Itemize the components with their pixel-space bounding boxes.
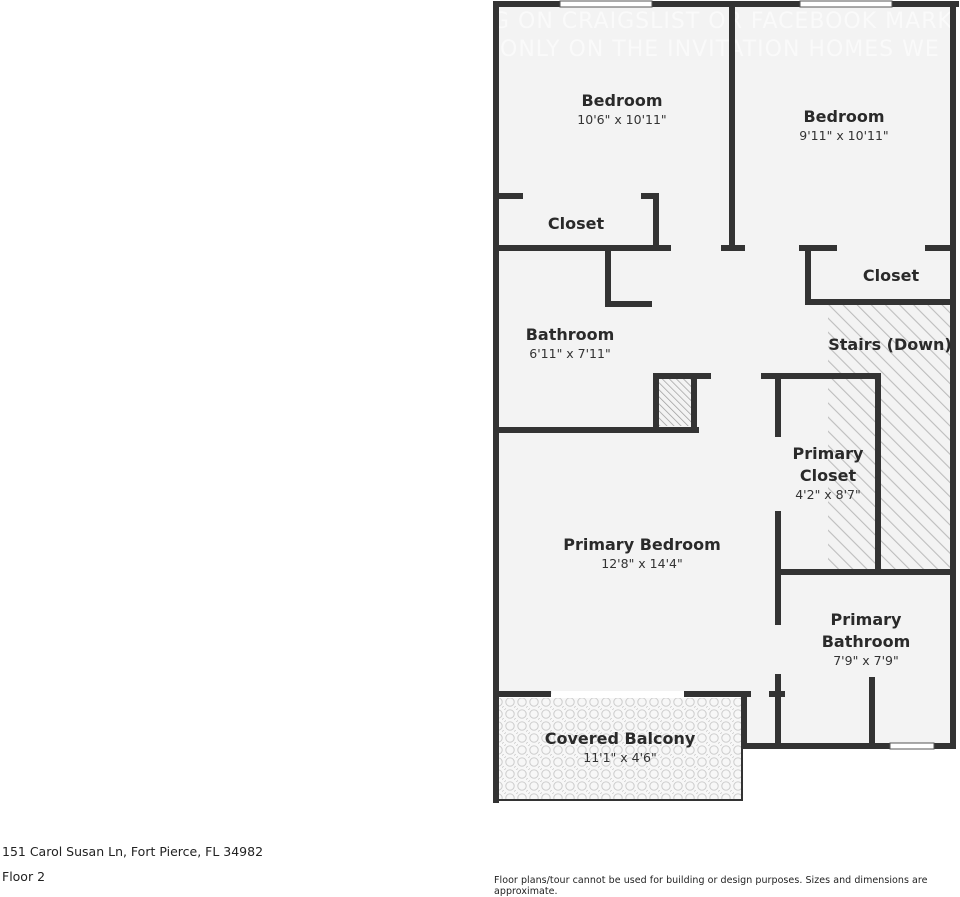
svg-text:Closet: Closet bbox=[800, 466, 857, 485]
svg-text:4'2" x 8'7": 4'2" x 8'7" bbox=[795, 487, 861, 502]
room-label-primary-bedroom: Primary Bedroom 12'8" x 14'4" bbox=[563, 535, 721, 571]
svg-text:ONLY ON THE INVITATION HOMES W: ONLY ON THE INVITATION HOMES WE bbox=[500, 37, 940, 62]
room-label-bathroom: Bathroom 6'11" x 7'11" bbox=[526, 325, 615, 361]
duct-chase bbox=[656, 378, 694, 426]
svg-text:Closet: Closet bbox=[863, 266, 920, 285]
disclaimer-text: Floor plans/tour cannot be used for buil… bbox=[494, 875, 928, 897]
svg-text:Bathroom: Bathroom bbox=[526, 325, 615, 344]
svg-text:10'6" x 10'11": 10'6" x 10'11" bbox=[577, 112, 666, 127]
property-address: 151 Carol Susan Ln, Fort Pierce, FL 3498… bbox=[2, 844, 264, 859]
svg-text:11'1" x 4'6": 11'1" x 4'6" bbox=[583, 750, 656, 765]
svg-text:7'9" x 7'9": 7'9" x 7'9" bbox=[833, 653, 899, 668]
room-label-primary-bathroom: Primary Bathroom 7'9" x 7'9" bbox=[822, 610, 911, 668]
svg-text:Covered Balcony: Covered Balcony bbox=[545, 729, 696, 748]
window bbox=[889, 742, 935, 750]
room-label-covered-balcony: Covered Balcony 11'1" x 4'6" bbox=[545, 729, 696, 765]
room-label-closet-2: Closet bbox=[863, 266, 920, 285]
windows bbox=[552, 0, 935, 750]
svg-text:6'11" x 7'11": 6'11" x 7'11" bbox=[529, 346, 610, 361]
svg-text:12'8" x 14'4": 12'8" x 14'4" bbox=[601, 556, 682, 571]
svg-text:Primary: Primary bbox=[793, 444, 864, 463]
window bbox=[552, 691, 684, 697]
svg-text:Primary: Primary bbox=[831, 610, 902, 629]
stairs-hatch bbox=[828, 304, 952, 569]
svg-text:9'11" x 10'11": 9'11" x 10'11" bbox=[799, 128, 888, 143]
floor-fill bbox=[494, 2, 954, 800]
svg-text:Bathroom: Bathroom bbox=[822, 632, 911, 651]
window bbox=[559, 0, 653, 8]
door-openings bbox=[652, 258, 782, 674]
room-label-primary-closet: Primary Closet 4'2" x 8'7" bbox=[793, 444, 864, 502]
svg-text:Bedroom: Bedroom bbox=[581, 91, 662, 110]
svg-text:Closet: Closet bbox=[548, 214, 605, 233]
room-label-stairs: Stairs (Down) bbox=[828, 335, 952, 354]
svg-text:Stairs (Down): Stairs (Down) bbox=[828, 335, 952, 354]
floor-label: Floor 2 bbox=[2, 869, 46, 884]
svg-text:Primary Bedroom: Primary Bedroom bbox=[563, 535, 721, 554]
svg-text:G ON CRAIGSLIST OR FACEBOOK MA: G ON CRAIGSLIST OR FACEBOOK MARK bbox=[492, 9, 953, 34]
window bbox=[799, 0, 893, 8]
room-label-closet-1: Closet bbox=[548, 214, 605, 233]
svg-text:Bedroom: Bedroom bbox=[803, 107, 884, 126]
covered-balcony-tile bbox=[497, 698, 743, 800]
room-label-bedroom-1: Bedroom 10'6" x 10'11" bbox=[577, 91, 666, 127]
room-label-bedroom-2: Bedroom 9'11" x 10'11" bbox=[799, 107, 888, 143]
watermark: G ON CRAIGSLIST OR FACEBOOK MARK ONLY ON… bbox=[492, 9, 953, 62]
